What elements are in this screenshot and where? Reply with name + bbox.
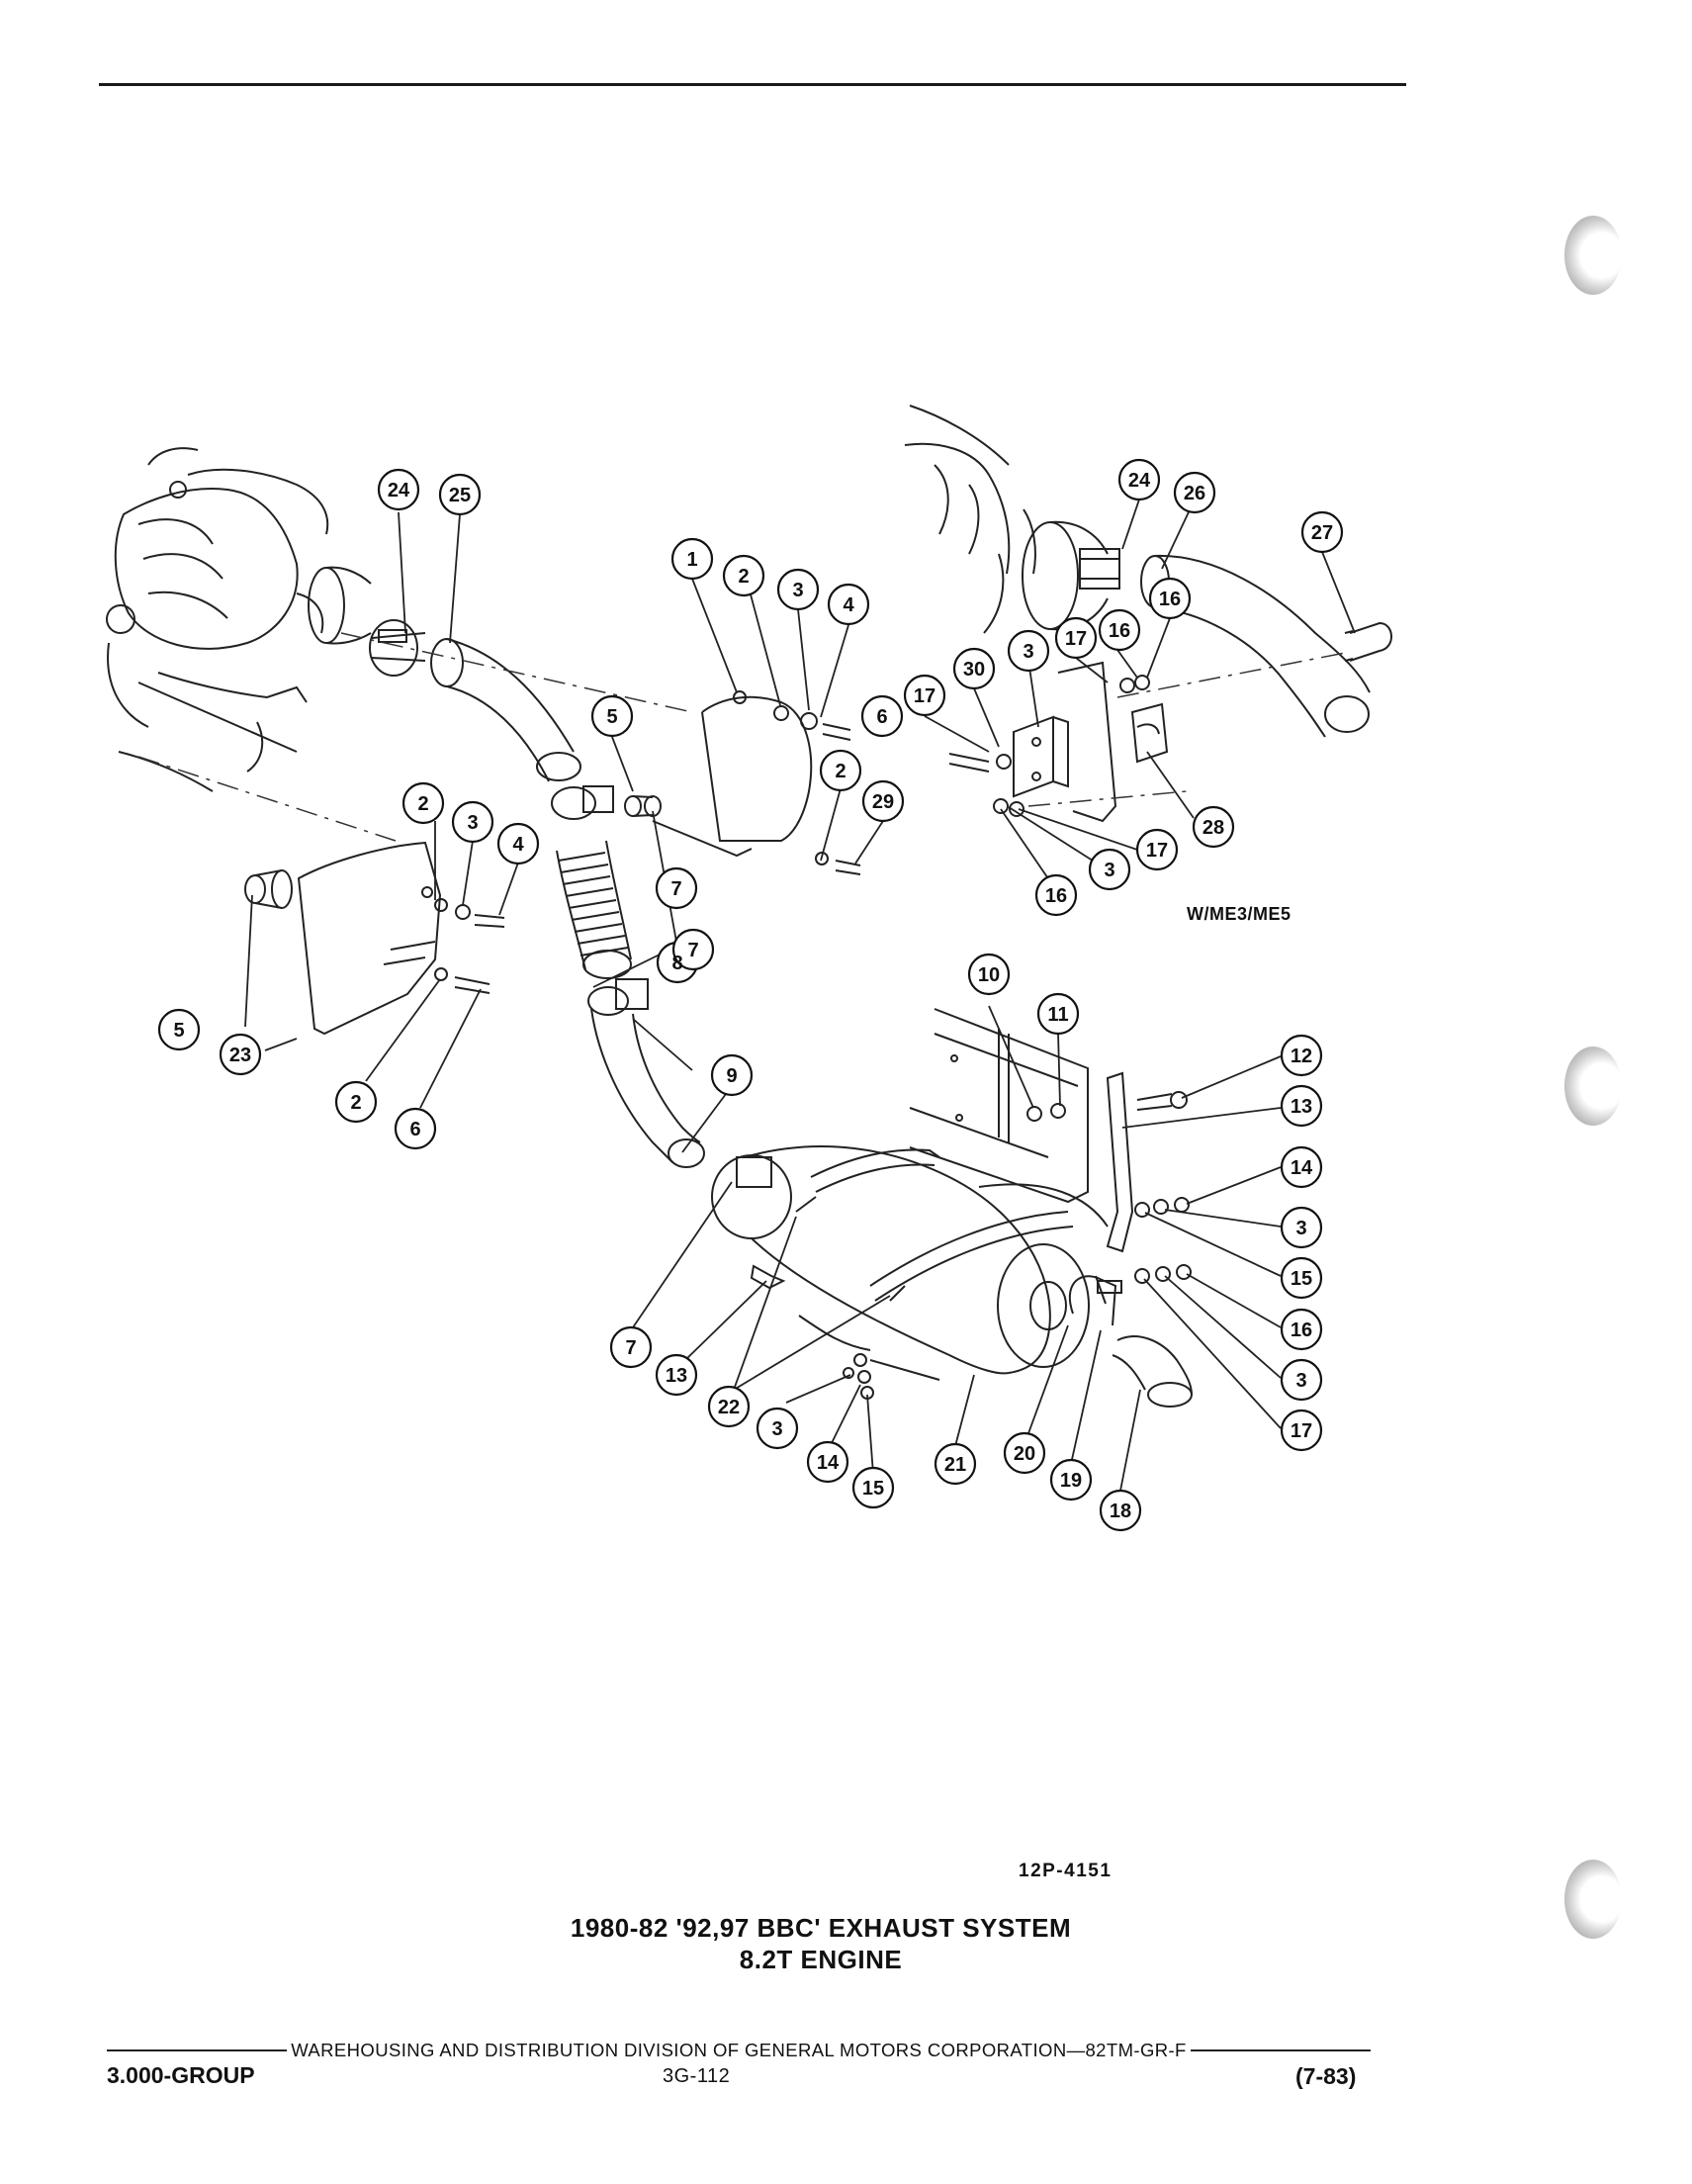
callout-18: 18 xyxy=(1110,1501,1131,1522)
callout-2-top: 2 xyxy=(738,566,749,588)
callout-7-lower: 7 xyxy=(625,1337,636,1359)
heat-shield-23 xyxy=(297,841,442,1036)
callout-16-mid-right: 16 xyxy=(1045,885,1067,907)
callout-24-right: 24 xyxy=(1128,470,1151,492)
callout-16-upper: 16 xyxy=(1109,620,1130,642)
frame-rail xyxy=(909,1008,1134,1253)
flex-pipe-8 xyxy=(551,785,632,979)
callout-21: 21 xyxy=(944,1454,966,1476)
callout-13-right: 13 xyxy=(1291,1096,1312,1118)
heat-shield-bracket-1 xyxy=(652,690,813,858)
callout-3-mid-right: 3 xyxy=(1104,860,1114,881)
footer-publisher-line: WAREHOUSING AND DISTRIBUTION DIVISION OF… xyxy=(107,2040,1372,2061)
footer-page-code: 3G-112 xyxy=(663,2065,731,2087)
callout-5-center: 5 xyxy=(606,706,617,728)
callout-3-top: 3 xyxy=(792,580,803,601)
muffler-21 xyxy=(711,1145,1109,1375)
callout-circles xyxy=(157,458,1344,1532)
callout-29: 29 xyxy=(872,791,894,813)
header-rule xyxy=(99,83,1406,86)
callout-17-upper-left: 17 xyxy=(914,685,935,707)
muffler-straps-22 xyxy=(795,1148,1074,1302)
callout-12: 12 xyxy=(1291,1046,1312,1067)
callout-22: 22 xyxy=(718,1397,740,1418)
callout-20: 20 xyxy=(1014,1443,1035,1465)
callout-17-mid-right: 17 xyxy=(1146,840,1168,862)
page-title-line-2: 8.2T ENGINE xyxy=(739,1945,903,1974)
callout-2-left: 2 xyxy=(417,793,428,815)
callout-19: 19 xyxy=(1060,1470,1082,1492)
binder-hole-bottom xyxy=(1564,1860,1622,1939)
callout-labels: 24 25 1 2 3 4 5 2 3 4 5 23 2 6 6 2 7 8 2… xyxy=(173,470,1333,1522)
footer-section: 3.000-GROUP xyxy=(107,2062,255,2088)
leader-lines xyxy=(244,499,1356,1492)
callout-7-mid: 7 xyxy=(687,940,698,961)
callout-23: 23 xyxy=(229,1045,251,1066)
tailpipe-18 xyxy=(1112,1335,1193,1408)
footer-dash-right xyxy=(1190,2049,1372,2051)
binder-hole-top xyxy=(1564,216,1622,295)
callout-14-right: 14 xyxy=(1291,1157,1313,1179)
callout-24-left: 24 xyxy=(388,480,410,501)
callout-4-left: 4 xyxy=(512,834,524,856)
u-bolt-27 xyxy=(1344,621,1392,662)
callout-3-right-a: 3 xyxy=(1295,1218,1306,1239)
callout-16-upper-b: 16 xyxy=(1159,589,1181,610)
callout-17-right: 17 xyxy=(1291,1420,1312,1442)
callout-28: 28 xyxy=(1202,817,1224,839)
bracket-13-lower xyxy=(750,1264,940,1381)
footer-publisher: WAREHOUSING AND DISTRIBUTION DIVISION OF… xyxy=(291,2040,1187,2060)
callout-5-left: 5 xyxy=(173,1020,184,1042)
callout-2-center: 2 xyxy=(835,761,846,782)
callout-3-lower: 3 xyxy=(771,1418,782,1440)
callout-7-upper: 7 xyxy=(670,878,681,900)
callout-3-left: 3 xyxy=(467,812,478,834)
callout-14-lower: 14 xyxy=(817,1452,840,1474)
exhaust-pipe-25 xyxy=(430,638,581,782)
callout-26: 26 xyxy=(1184,483,1205,504)
footer-revision: (7-83) xyxy=(1295,2063,1357,2089)
callout-1: 1 xyxy=(686,549,697,571)
figure-number: 12P-4151 xyxy=(1019,1861,1113,1881)
callout-8: 8 xyxy=(671,953,682,974)
callout-17-upper-right: 17 xyxy=(1065,628,1087,650)
callout-27: 27 xyxy=(1311,522,1333,544)
mounting-bracket-30 xyxy=(1013,661,1117,823)
callout-11: 11 xyxy=(1047,1004,1068,1026)
callout-9: 9 xyxy=(726,1065,737,1087)
callout-2-lower-left: 2 xyxy=(350,1092,361,1114)
callout-30: 30 xyxy=(963,659,985,681)
engine-outline-right xyxy=(904,405,1120,634)
callout-10: 10 xyxy=(978,964,1000,986)
binder-hole-middle xyxy=(1564,1046,1622,1126)
callout-15-lower: 15 xyxy=(862,1478,884,1500)
callout-16-right: 16 xyxy=(1291,1320,1312,1341)
clamp-saddle-28 xyxy=(1130,702,1169,764)
footer-dash-left xyxy=(107,2049,288,2051)
callout-15-right: 15 xyxy=(1291,1268,1312,1290)
callout-6-left: 6 xyxy=(409,1119,420,1140)
page-title-line-1: 1980-82 '92,97 BBC' EXHAUST SYSTEM xyxy=(570,1913,1072,1943)
callout-3-upper-right: 3 xyxy=(1023,641,1033,663)
callout-13-lower: 13 xyxy=(666,1365,687,1387)
intermediate-pipe-9 xyxy=(587,978,705,1168)
u-bolt-clamp-19 xyxy=(1068,1275,1122,1326)
dashed-centerline xyxy=(137,632,1346,842)
callout-3-right-b: 3 xyxy=(1295,1370,1306,1392)
callout-4-top: 4 xyxy=(843,594,854,616)
variant-note-label: W/ME3/ME5 xyxy=(1187,904,1291,924)
hanger-bolts xyxy=(1026,1091,1192,1284)
callout-6-center: 6 xyxy=(876,706,887,728)
engine-outline-left xyxy=(106,447,329,792)
flange-pipe-left xyxy=(308,566,426,677)
fasteners xyxy=(434,675,1150,994)
callout-25: 25 xyxy=(449,485,471,506)
